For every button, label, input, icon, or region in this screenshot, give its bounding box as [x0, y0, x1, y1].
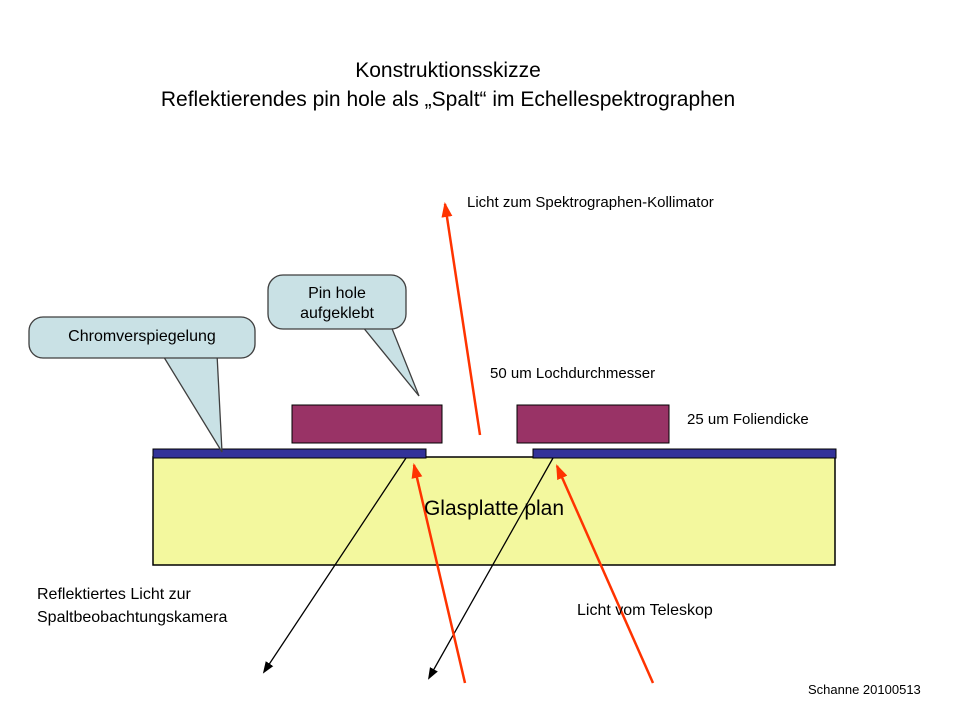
pinhole-callout-bubble [267, 274, 407, 330]
credit-label: Schanne 20100513 [808, 682, 921, 697]
mirror-layer-left-rect [152, 448, 427, 459]
hole-diameter-label: 50 um Lochdurchmesser [490, 365, 656, 382]
telescope-ray-right-arrow [555, 464, 655, 684]
foil-left-rect [291, 404, 443, 444]
mirror-layer-right-rect [532, 448, 837, 459]
glass-plate-label: Glasplatte plan [423, 497, 565, 520]
chrome-callout-label: Chromverspiegelung [68, 328, 216, 345]
pinhole-callout-line-2: aufgeklebt [300, 305, 374, 322]
slide-title: Konstruktionsskizze Reflektierendes pin … [0, 56, 896, 114]
reflected-light-line-1: Reflektiertes Licht zur [37, 586, 191, 603]
foil-thickness-label: 25 um Foliendicke [687, 411, 809, 428]
telescope-ray-left-arrow [411, 463, 467, 684]
title-line-1: Konstruktionsskizze [355, 59, 541, 82]
reflected-ray-right-arrow [428, 457, 554, 680]
collimator-ray-arrow [441, 202, 482, 436]
pinhole-callout-tail [360, 325, 420, 397]
collimator-label: Licht zum Spektrographen-Kollimator [467, 194, 714, 211]
chrome-callout-tail [160, 353, 223, 453]
pinhole-callout-label: Pin hole aufgeklebt [268, 284, 406, 324]
pinhole-callout-line-1: Pin hole [308, 285, 366, 302]
foil-right-rect [516, 404, 670, 444]
telescope-light-label: Licht vom Teleskop [577, 602, 713, 619]
reflected-light-label: Reflektiertes Licht zur Spaltbeobachtung… [37, 583, 227, 629]
reflected-ray-left-arrow [262, 457, 407, 674]
reflected-light-line-2: Spaltbeobachtungskamera [37, 609, 228, 626]
chrome-callout-bubble [28, 316, 256, 359]
title-line-2: Reflektierendes pin hole als „Spalt“ im … [160, 88, 736, 111]
glass-plate-rect [152, 456, 836, 566]
